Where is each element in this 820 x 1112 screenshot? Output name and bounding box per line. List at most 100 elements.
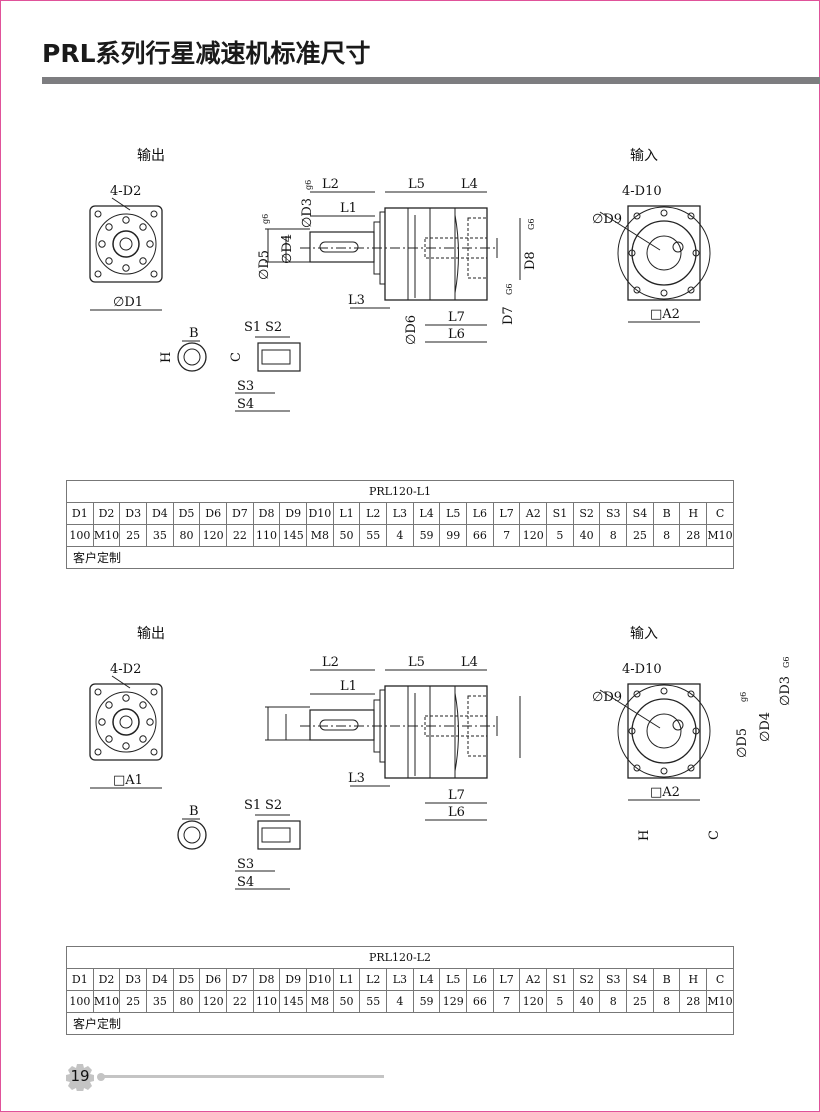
header-cell: D10	[306, 502, 334, 525]
header-cell: D5	[172, 968, 201, 991]
header-cell: L4	[412, 502, 441, 525]
value-cell: M10	[92, 990, 121, 1013]
label-b: B	[189, 804, 199, 819]
value-cell: 66	[466, 990, 494, 1013]
value-cell: 145	[279, 524, 308, 547]
table-note: 客户定制	[66, 1012, 734, 1035]
value-cell: 28	[679, 524, 708, 547]
label-s1: S1	[244, 320, 261, 335]
label-s4: S4	[237, 397, 254, 412]
value-cell: 59	[412, 524, 441, 547]
value-cell: M8	[306, 990, 334, 1013]
header-cell: D2	[92, 502, 121, 525]
label-d2: 4-D2	[110, 662, 141, 677]
header-cell: D9	[279, 502, 308, 525]
header-cell: D6	[199, 968, 228, 991]
table-title: PRL120-L2	[66, 946, 734, 969]
header-cell: H	[679, 502, 708, 525]
header-cell: S1	[546, 502, 574, 525]
value-cell: M8	[306, 524, 334, 547]
label-a2: □A2	[650, 785, 680, 800]
label-s4: S4	[237, 875, 254, 890]
table-title-row: PRL120-L2	[66, 946, 734, 969]
header-cell: L2	[359, 502, 388, 525]
header-cell: L5	[439, 968, 468, 991]
output-front-view: 4-D2 □A1	[89, 662, 163, 789]
header-cell: L3	[386, 502, 414, 525]
header-cell: D8	[252, 968, 281, 991]
value-cell: 120	[519, 524, 548, 547]
value-cell: 100	[66, 524, 94, 547]
header-cell: C	[706, 968, 734, 991]
header-cell: D10	[306, 968, 334, 991]
label-d2: 4-D2	[110, 184, 141, 199]
header-cell: B	[652, 968, 681, 991]
header-cell: L6	[466, 968, 494, 991]
header-cell: D3	[119, 502, 148, 525]
label-d3-tol: G6	[782, 657, 791, 668]
header-cell: L2	[359, 968, 388, 991]
value-cell: 4	[386, 990, 414, 1013]
value-cell: 99	[439, 524, 468, 547]
output-front-view: 4-D2∅D1	[89, 184, 163, 311]
value-cell: 8	[599, 990, 628, 1013]
value-cell: 40	[572, 524, 601, 547]
value-cell: 50	[332, 990, 361, 1013]
label-l4: L4	[461, 655, 478, 670]
value-cell: 7	[492, 990, 521, 1013]
label-front-dim: □A1	[113, 773, 143, 788]
label-d9: ∅D9	[592, 212, 622, 227]
header-cell: S2	[572, 502, 601, 525]
label-l1: L1	[340, 679, 357, 694]
label-d5: ∅D5	[257, 250, 272, 280]
table-note-row: 客户定制	[66, 1012, 734, 1035]
header-cell: D1	[66, 968, 94, 991]
header-cell: L3	[386, 968, 414, 991]
input-front-view: 4-D10∅D9□A2	[592, 184, 711, 323]
header-cell: D2	[92, 968, 121, 991]
value-cell: 22	[226, 990, 254, 1013]
label-d7-tol: G6	[505, 284, 514, 295]
label-l6: L6	[448, 327, 465, 342]
value-cell: 80	[172, 990, 201, 1013]
label-l5: L5	[408, 655, 425, 670]
label-l2: L2	[322, 655, 339, 670]
value-cell: 55	[359, 524, 388, 547]
value-cell: 110	[252, 524, 281, 547]
value-cell: 5	[546, 524, 574, 547]
value-cell: 5	[546, 990, 574, 1013]
label-s3: S3	[237, 379, 254, 394]
footer-line	[102, 1075, 384, 1078]
header-cell: D3	[119, 968, 148, 991]
label-output: 输出	[137, 148, 165, 164]
header-cell: L1	[332, 502, 361, 525]
header-cell: S2	[572, 968, 601, 991]
label-l7: L7	[448, 788, 465, 803]
footer-dot	[97, 1073, 105, 1081]
label-c: C	[229, 352, 244, 362]
drawing-section-2: 输出输入4-D2□A1L2L5L4L1∅D5g6∅D4∅D3G6L3∅D6L7L…	[89, 626, 793, 890]
header-cell: C	[706, 502, 734, 525]
value-cell: 25	[119, 990, 148, 1013]
value-cell: 25	[626, 990, 654, 1013]
header-cell: H	[679, 968, 708, 991]
header-cell: D7	[226, 502, 254, 525]
header-cell: L7	[492, 968, 521, 991]
value-cell: 25	[626, 524, 654, 547]
label-d3-tol: g6	[304, 180, 313, 190]
value-cell: 25	[119, 524, 148, 547]
value-cell: M10	[706, 524, 734, 547]
table-note: 客户定制	[66, 546, 734, 569]
label-l3: L3	[348, 771, 365, 786]
header-cell: L6	[466, 502, 494, 525]
header-cell: D1	[66, 502, 94, 525]
label-l6: L6	[448, 805, 465, 820]
label-c: C	[707, 830, 722, 840]
label-l1: L1	[340, 201, 357, 216]
